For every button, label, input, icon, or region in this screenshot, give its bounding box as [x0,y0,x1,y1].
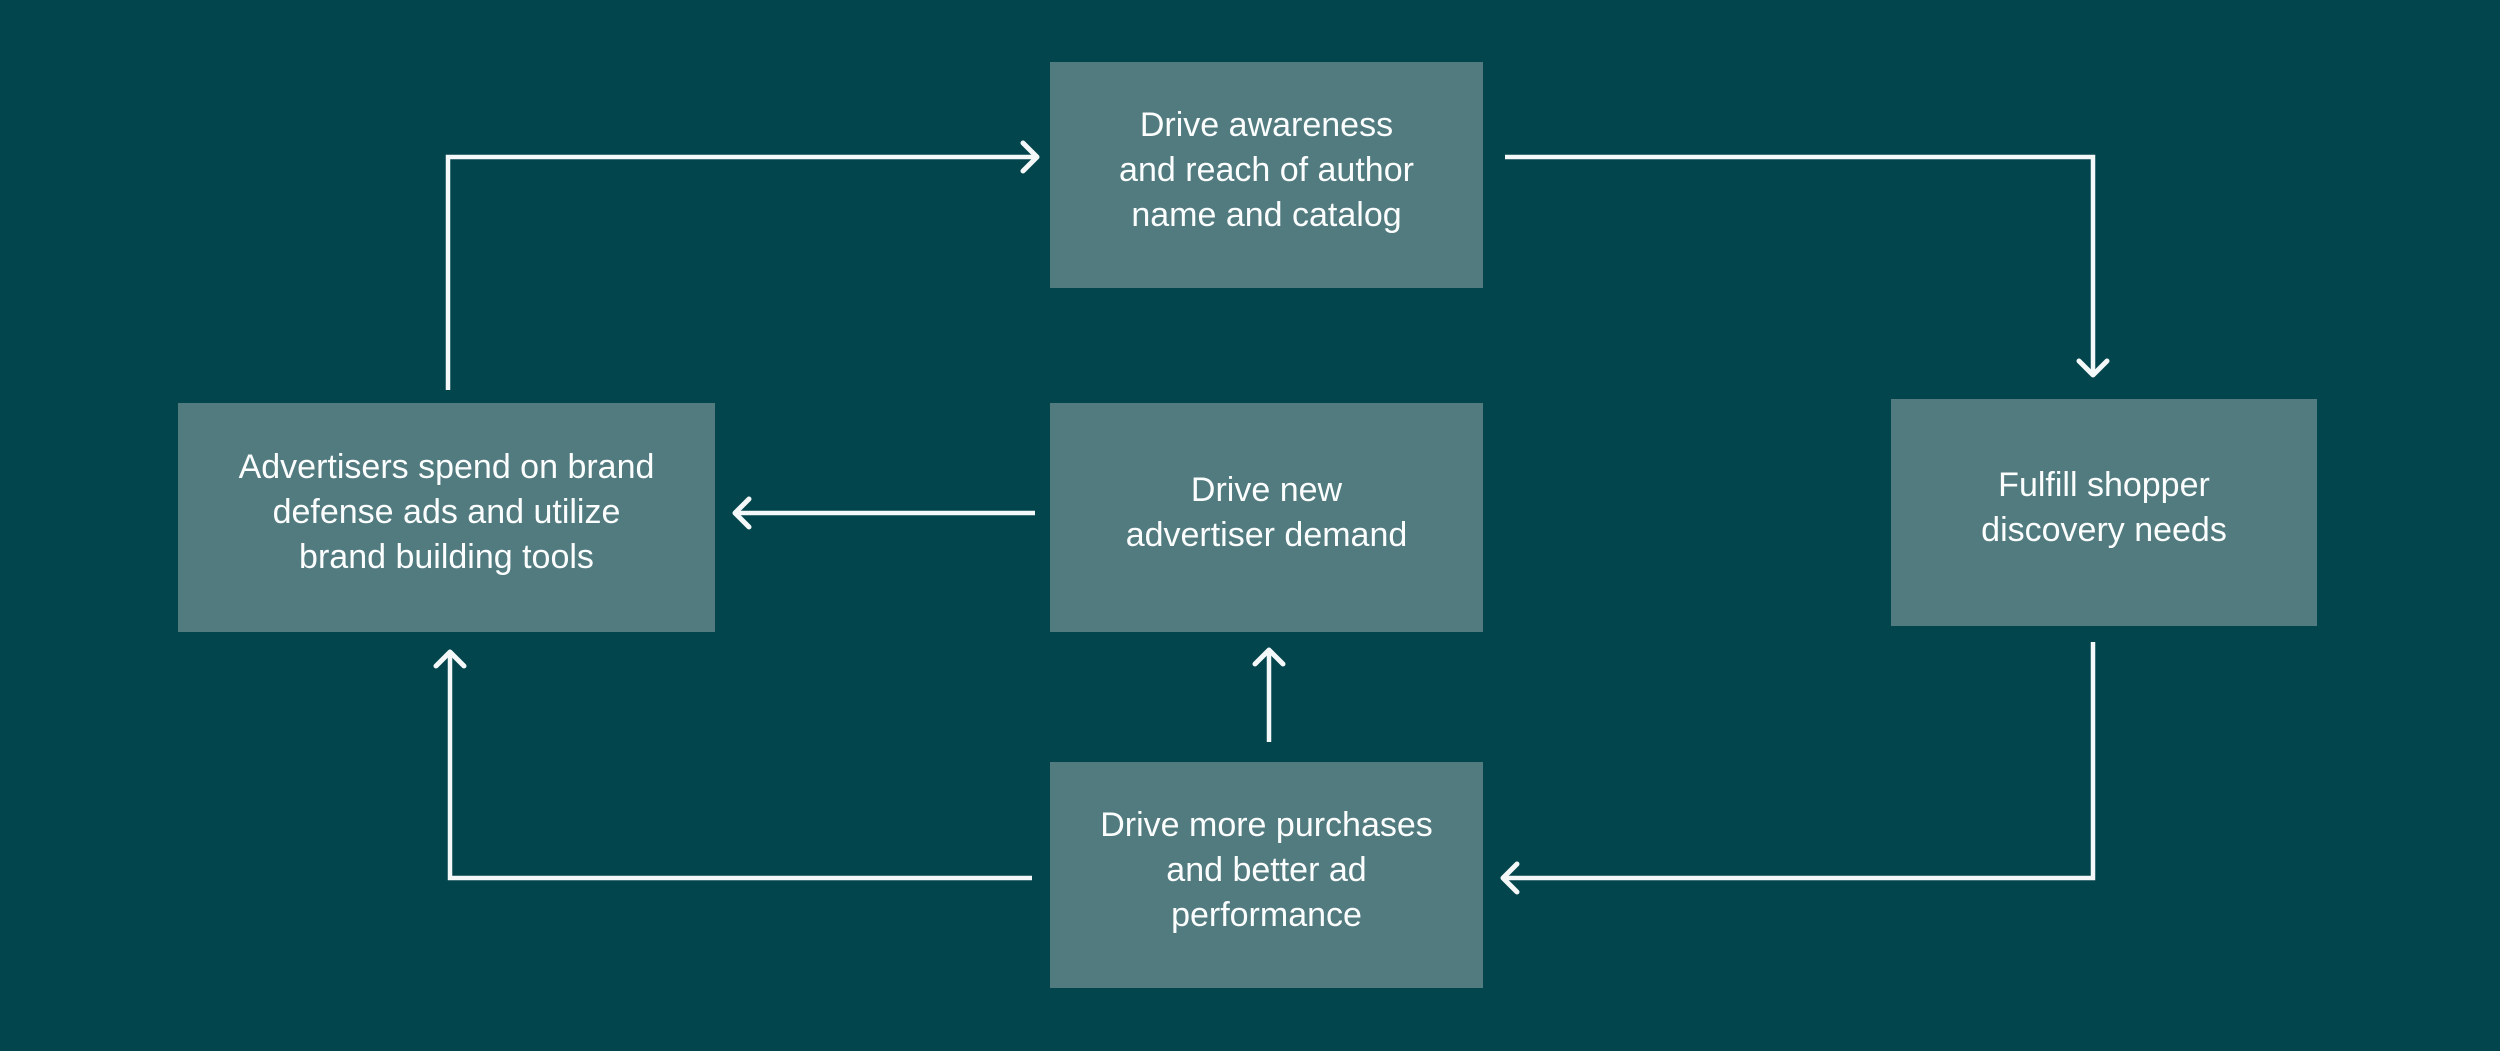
node-drive-new-advertiser-demand: Drive new advertiser demand [1050,403,1483,632]
arrow-left-to-top [445,140,1040,390]
node-label: Drive new advertiser demand [1125,470,1408,554]
node-label: Fulfill shopper discovery needs [1981,465,2227,549]
node-drive-awareness: Drive awareness and reach of author name… [1050,62,1483,288]
arrowhead-left-icon [1500,861,1520,895]
arrow-center-to-left [732,496,1035,530]
node-label: Drive more purchases and better ad perfo… [1100,805,1433,934]
node-drive-more-purchases: Drive more purchases and better ad perfo… [1050,762,1483,988]
arrowhead-up-icon [433,649,467,669]
node-label: Advertisers spend on brand defense ads a… [238,448,655,576]
arrowhead-up-icon [1252,647,1286,667]
arrow-bottom-to-left [433,649,1032,881]
arrowhead-right-icon [1020,140,1040,174]
node-label: Drive awareness and reach of author name… [1119,105,1414,234]
arrowhead-left-icon [732,496,752,530]
node-fulfill-shopper-needs: Fulfill shopper discovery needs [1891,399,2317,626]
arrow-top-to-right [1505,154,2110,378]
node-advertisers-spend: Advertisers spend on brand defense ads a… [178,403,715,632]
arrow-right-to-bottom [1500,642,2096,895]
arrowhead-down-icon [2076,358,2110,378]
arrow-bottom-to-center [1252,647,1286,742]
